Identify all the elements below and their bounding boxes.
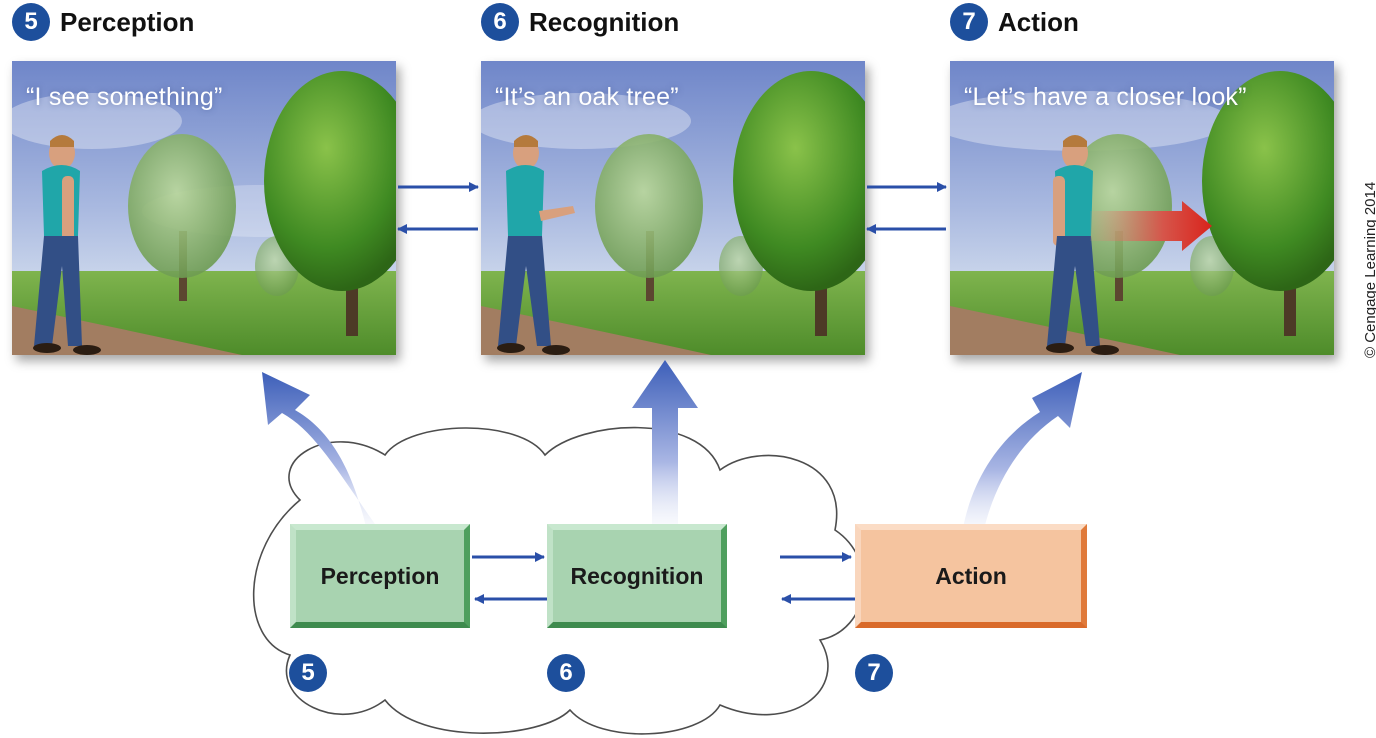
box-number-badge: 7 [855, 654, 893, 692]
scene-quote: “Let’s have a closer look” [964, 83, 1247, 111]
scene-perception: “I see something” [12, 61, 396, 355]
up-arrow-perception [262, 372, 390, 545]
box-number-badge: 5 [289, 654, 327, 692]
step-number-badge: 7 [950, 3, 988, 41]
motion-arrow [1090, 201, 1212, 251]
scene-illustration [481, 61, 865, 355]
scene-quote: “I see something” [26, 83, 223, 111]
scene-illustration [950, 61, 1334, 355]
perception-box: Perception [290, 524, 470, 628]
scene-action: “Let’s have a closer look” [950, 61, 1334, 355]
step-title: Action [998, 6, 1079, 37]
up-arrow-action [960, 372, 1082, 550]
copyright-text: © Cengage Learning 2014 [1362, 158, 1376, 358]
action-box: Action [855, 524, 1087, 628]
person [33, 135, 101, 355]
box-number-badge: 6 [547, 654, 585, 692]
step-header-recognition: 6 Recognition [481, 3, 679, 41]
person [1046, 135, 1119, 355]
scene-illustration [12, 61, 396, 355]
scene-quote: “It’s an oak tree” [495, 83, 679, 111]
step-header-action: 7 Action [950, 3, 1079, 41]
step-number-badge: 6 [481, 3, 519, 41]
scene-recognition: “It’s an oak tree” [481, 61, 865, 355]
person-pointing [497, 135, 575, 355]
copyright-label: © Cengage Learning 2014 [1362, 181, 1376, 358]
step-title: Recognition [529, 6, 680, 37]
step-title: Perception [60, 6, 195, 37]
up-arrow-recognition [632, 360, 698, 545]
recognition-box: Recognition [547, 524, 727, 628]
step-number-badge: 5 [12, 3, 50, 41]
step-header-perception: 5 Perception [12, 3, 194, 41]
